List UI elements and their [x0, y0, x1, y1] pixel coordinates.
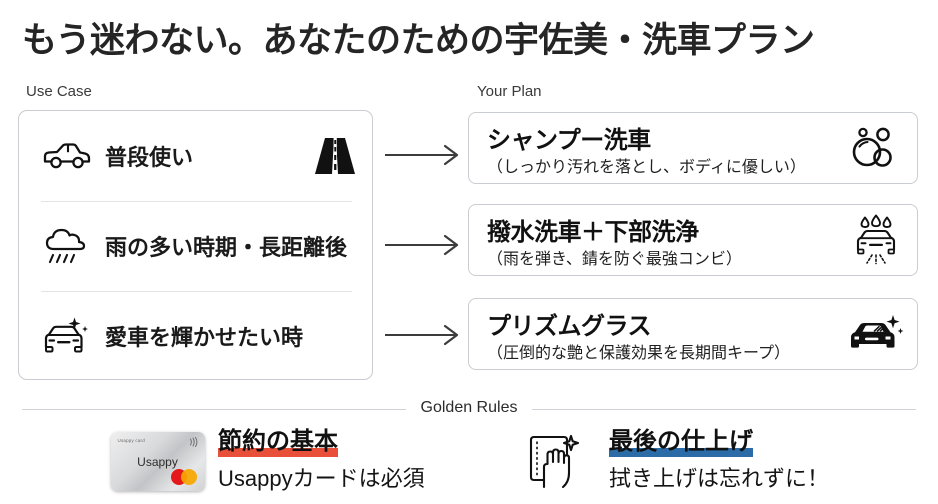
- use-case-label: 普段使い: [105, 145, 194, 170]
- bubbles-icon: [847, 121, 905, 175]
- wipe-hand-icon: [505, 426, 601, 496]
- plan-title: プリズムグラス: [487, 313, 652, 340]
- arrow-usecase-2-to-plan-2: [385, 234, 463, 256]
- use-case-label: 雨の多い時期・長距離後: [105, 235, 348, 260]
- your-plan-column-caption: Your Plan: [477, 83, 542, 100]
- use-case-row-everyday[interactable]: 普段使い: [19, 111, 374, 201]
- card-brand-text: Usappy card: [117, 437, 145, 443]
- golden-rule-heading-text: 最後の仕上げ: [609, 427, 753, 455]
- rain-cloud-icon: [39, 218, 95, 274]
- arrow-usecase-1-to-plan-1: [385, 144, 463, 166]
- usappy-card-graphic: Usappy card Usappy: [110, 431, 205, 491]
- golden-rule-heading: 最後の仕上げ: [609, 427, 753, 458]
- contactless-icon: [189, 436, 198, 447]
- golden-rule-text: 最後の仕上げ 拭き上げは忘れずに！: [609, 429, 829, 493]
- usappy-card-icon: Usappy card Usappy: [105, 426, 210, 496]
- page-title: もう迷わない。あなたのための宇佐美・洗車プラン: [22, 21, 815, 60]
- use-case-row-shine[interactable]: 愛車を輝かせたい時: [19, 291, 374, 381]
- car-wash-icon: [847, 213, 905, 267]
- golden-rules-divider-right: [532, 409, 916, 410]
- mastercard-logo-icon: [170, 468, 197, 485]
- use-case-label: 愛車を輝かせたい時: [105, 325, 304, 350]
- plan-title: シャンプー洗車: [487, 127, 651, 154]
- plan-subtitle: （しっかり汚れを落とし、ボディに優しい）: [487, 159, 806, 176]
- plan-title: 撥水洗車＋下部洗浄: [487, 219, 699, 246]
- plan-card-shampoo[interactable]: シャンプー洗車 （しっかり汚れを落とし、ボディに優しい）: [468, 112, 918, 184]
- golden-rule-heading: 節約の基本: [218, 427, 338, 458]
- golden-rule-heading-text: 節約の基本: [218, 427, 338, 455]
- golden-rules-divider-left: [22, 409, 406, 410]
- golden-rule-item-savings: Usappy card Usappy: [105, 424, 425, 498]
- sparkle-car-icon: [39, 308, 95, 364]
- road-icon: [310, 135, 358, 177]
- plan-subtitle: （圧倒的な艶と保護効果を長期間キープ）: [487, 345, 791, 362]
- golden-rule-subtext: 拭き上げは忘れずに！: [609, 466, 830, 492]
- golden-rules-title: Golden Rules: [420, 399, 518, 416]
- use-case-panel: 普段使い: [18, 110, 373, 380]
- use-case-divider: [41, 201, 352, 202]
- arrow-usecase-3-to-plan-3: [385, 324, 463, 346]
- plan-card-water-repellent[interactable]: 撥水洗車＋下部洗浄 （雨を弾き、錆を防ぐ最強コンビ）: [468, 204, 918, 276]
- card-name-text: Usappy: [137, 454, 178, 469]
- golden-rule-text: 節約の基本 Usappyカードは必須: [218, 429, 425, 493]
- use-case-row-rainy[interactable]: 雨の多い時期・長距離後: [19, 201, 374, 291]
- golden-rule-subtext: Usappyカードは必須: [218, 466, 425, 492]
- use-case-column-caption: Use Case: [26, 83, 92, 100]
- plan-subtitle: （雨を弾き、錆を防ぐ最強コンビ）: [487, 251, 742, 268]
- use-case-divider: [41, 291, 352, 292]
- car-side-icon: [39, 128, 95, 184]
- plan-card-prism-glass[interactable]: プリズムグラス （圧倒的な艶と保護効果を長期間キープ）: [468, 298, 918, 370]
- shiny-car-icon: [847, 307, 905, 361]
- golden-rule-item-final-touch: 最後の仕上げ 拭き上げは忘れずに！: [505, 424, 829, 498]
